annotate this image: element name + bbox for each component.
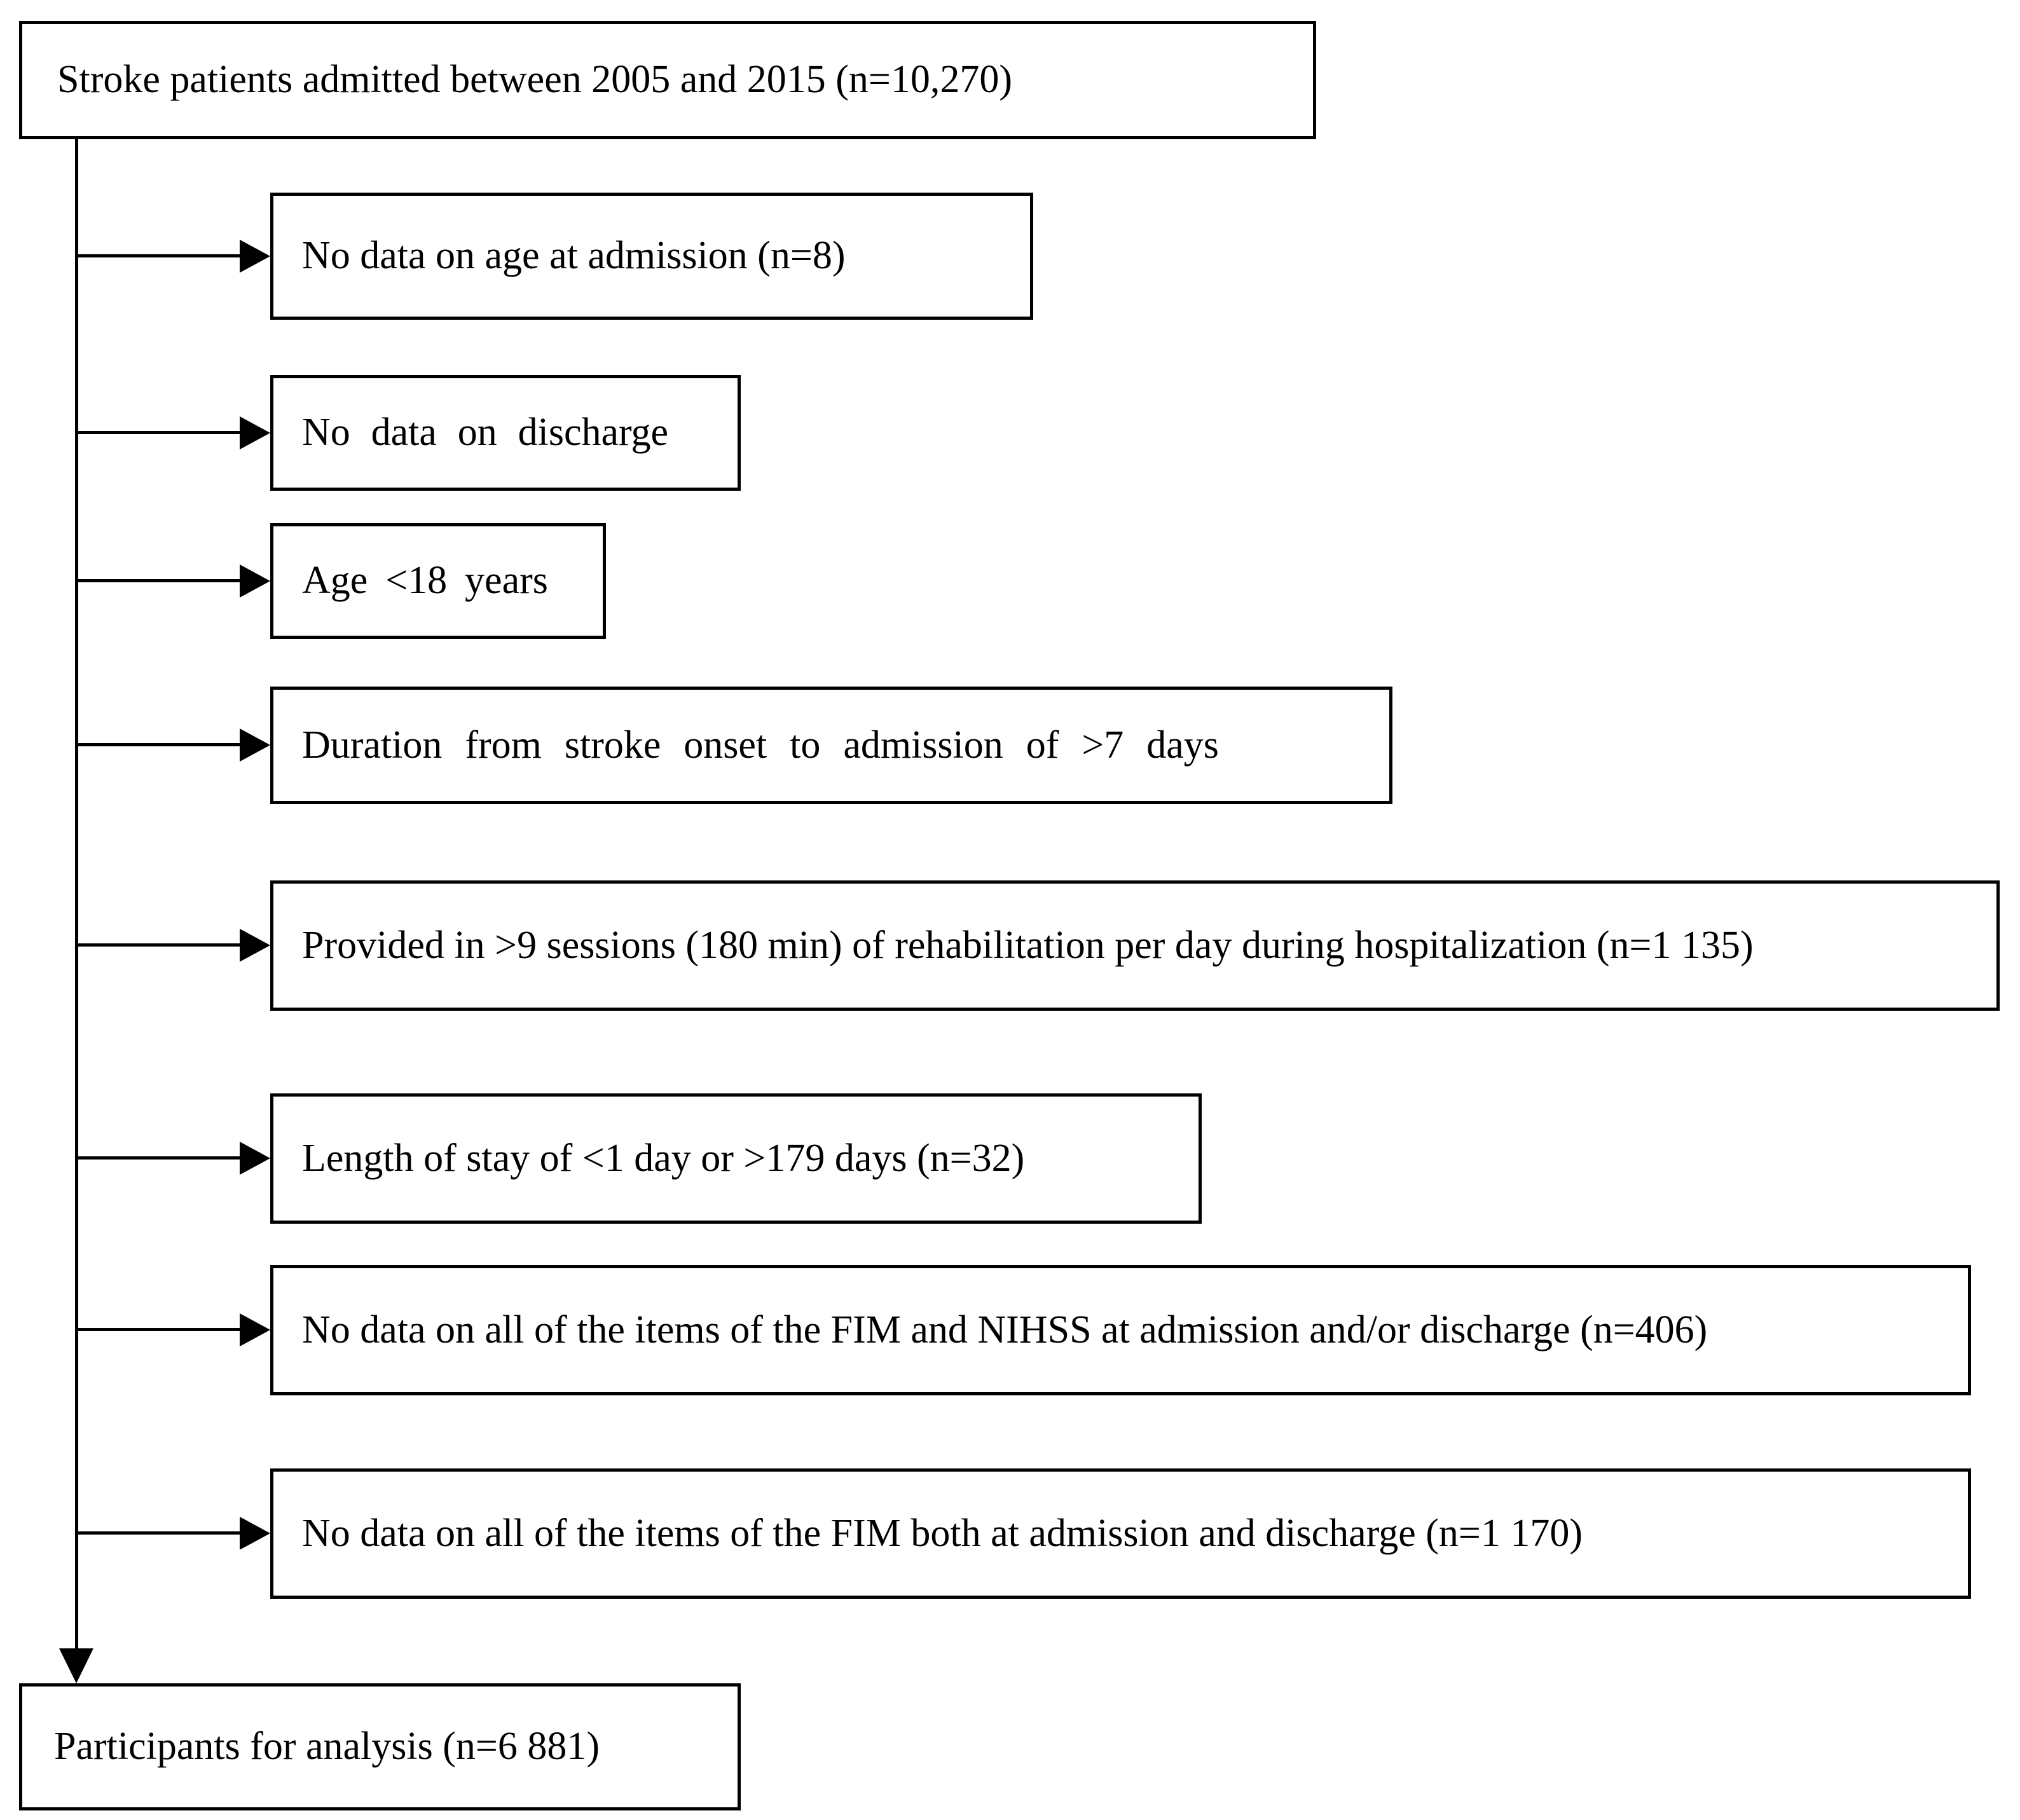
exclusion-label-fim-nihss-data-missing: No data on all of the items of the FIM a… — [302, 1308, 1708, 1351]
branch-line-1 — [76, 254, 240, 257]
right-arrowhead-icon-3 — [240, 564, 270, 598]
branch-line-3 — [76, 579, 240, 582]
source-box: Stroke patients admitted between 2005 an… — [19, 21, 1316, 139]
exclusion-label-length-of-stay: Length of stay of <1 day or >179 days (n… — [302, 1136, 1025, 1180]
exclusion-label-age-under-18: Age <18 years — [302, 559, 548, 603]
right-arrowhead-icon-8 — [240, 1517, 270, 1550]
branch-line-6 — [76, 1156, 240, 1160]
exclusion-box-length-of-stay: Length of stay of <1 day or >179 days (n… — [270, 1093, 1202, 1224]
branch-line-2 — [76, 431, 240, 434]
down-arrowhead-icon — [59, 1648, 93, 1683]
branch-line-8 — [76, 1531, 240, 1535]
spine-connector-line — [75, 139, 78, 1648]
exclusion-label-discharge-data-missing: No data on discharge — [302, 411, 669, 455]
right-arrowhead-icon-1 — [240, 240, 270, 273]
exclusion-box-fim-nihss-data-missing: No data on all of the items of the FIM a… — [270, 1265, 1971, 1395]
right-arrowhead-icon-7 — [240, 1313, 270, 1346]
exclusion-box-fim-data-missing: No data on all of the items of the FIM b… — [270, 1468, 1971, 1599]
right-arrowhead-icon-5 — [240, 929, 270, 962]
branch-line-4 — [76, 743, 240, 746]
result-box: Participants for analysis (n=6 881) — [19, 1683, 741, 1810]
exclusion-box-age-data-missing: No data on age at admission (n=8) — [270, 193, 1033, 320]
exclusion-label-fim-data-missing: No data on all of the items of the FIM b… — [302, 1511, 1583, 1555]
exclusion-box-onset-to-admission-duration: Duration from stroke onset to admission … — [270, 687, 1392, 804]
right-arrowhead-icon-4 — [240, 729, 270, 762]
right-arrowhead-icon-2 — [240, 416, 270, 449]
exclusion-box-discharge-data-missing: No data on discharge — [270, 375, 741, 491]
right-arrowhead-icon-6 — [240, 1142, 270, 1175]
source-label: Stroke patients admitted between 2005 an… — [57, 58, 1012, 102]
exclusion-box-rehab-sessions: Provided in >9 sessions (180 min) of reh… — [270, 880, 2000, 1011]
branch-line-5 — [76, 943, 240, 947]
exclusion-box-age-under-18: Age <18 years — [270, 523, 606, 639]
exclusion-label-rehab-sessions: Provided in >9 sessions (180 min) of reh… — [302, 923, 1754, 967]
exclusion-label-onset-to-admission-duration: Duration from stroke onset to admission … — [302, 723, 1219, 767]
exclusion-label-age-data-missing: No data on age at admission (n=8) — [302, 234, 846, 278]
branch-line-7 — [76, 1328, 240, 1331]
result-label: Participants for analysis (n=6 881) — [54, 1725, 600, 1769]
